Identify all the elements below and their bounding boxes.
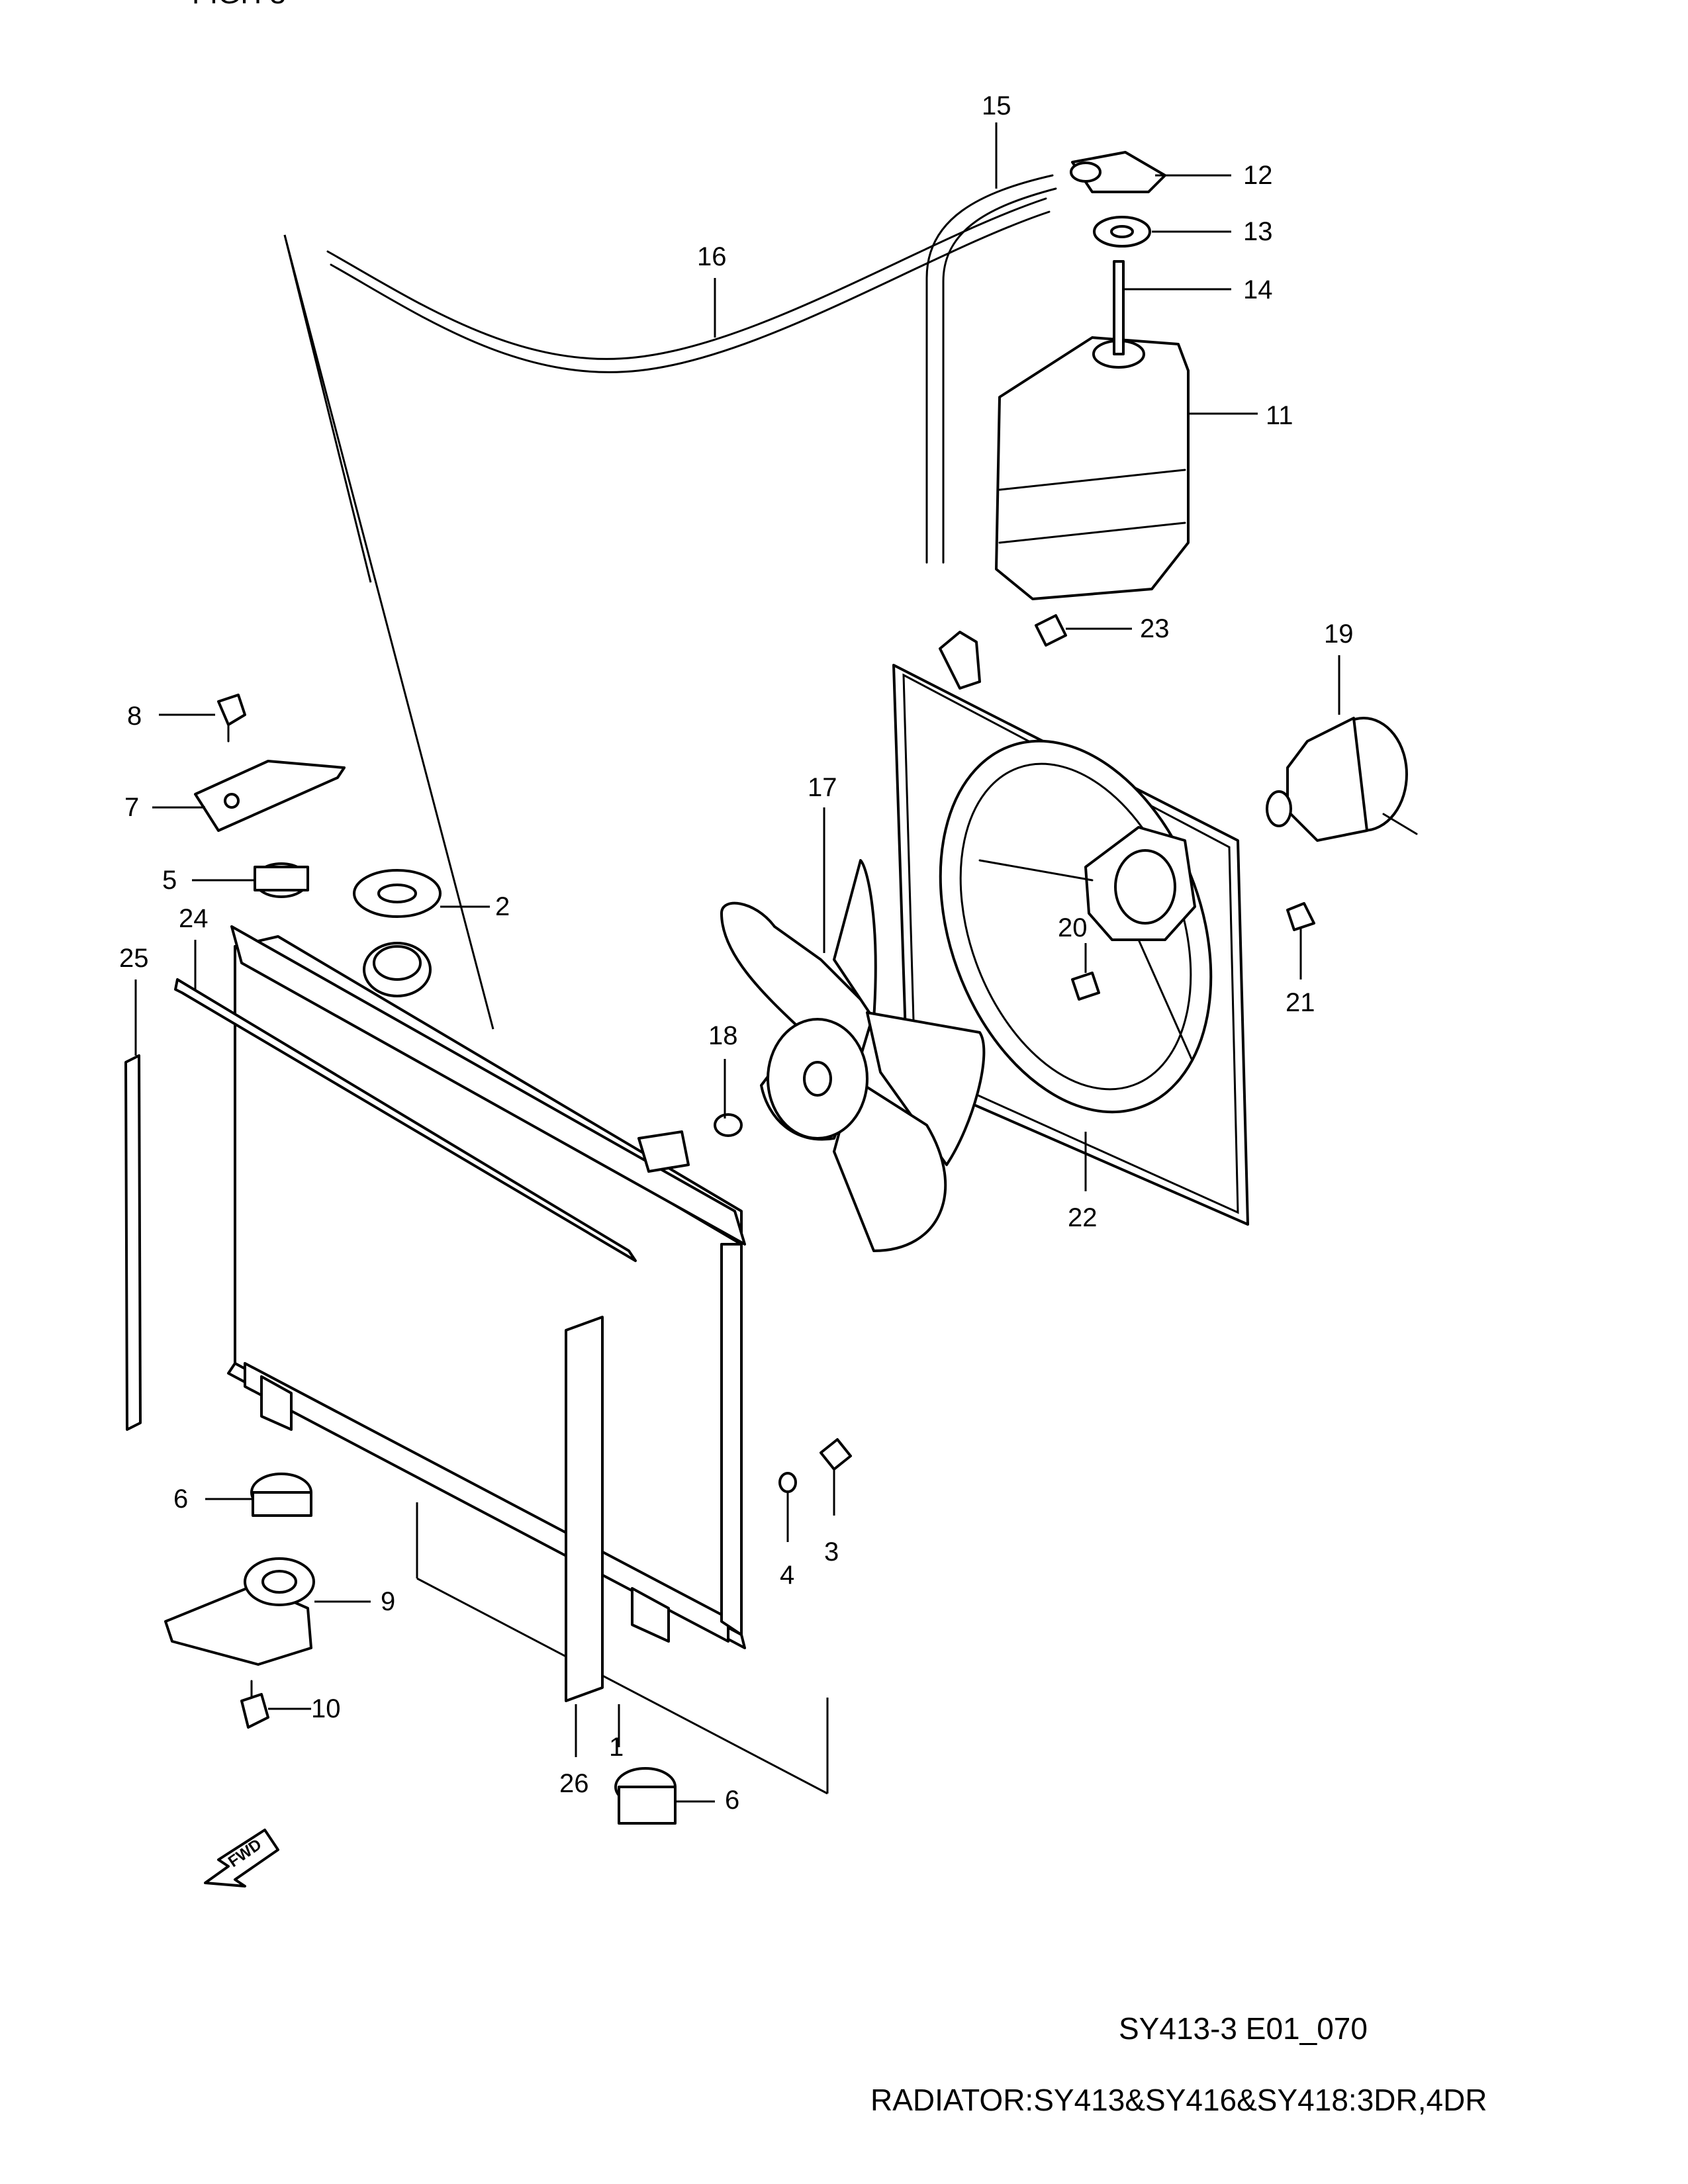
cap-gasket: [353, 869, 442, 918]
callout-10: 10: [311, 1694, 341, 1723]
drawing-code: SY413-3 E01_070: [1119, 2011, 1368, 2046]
callout-25: 25: [119, 944, 149, 973]
callout-14: 14: [1243, 275, 1273, 304]
overflow-hose-15: [925, 174, 1057, 564]
callout-3: 3: [824, 1537, 839, 1567]
callout-21: 21: [1286, 988, 1315, 1017]
drain-plug-3: [820, 1438, 852, 1471]
bolt-18: [714, 1113, 743, 1137]
radiator: [227, 925, 746, 1649]
callout-6-lower: 6: [725, 1786, 740, 1815]
callout-leaders: [134, 122, 1340, 1803]
reservoir-cap: [1070, 151, 1166, 193]
callout-26: 26: [559, 1769, 589, 1798]
callout-24: 24: [179, 904, 209, 933]
callout-13: 13: [1243, 217, 1273, 246]
callout-20: 20: [1058, 913, 1088, 942]
callout-19: 19: [1324, 619, 1354, 649]
callout-5: 5: [162, 866, 177, 895]
cushion-upper: [254, 862, 309, 898]
reservoir-seal: [1093, 216, 1151, 248]
callout-6-upper: 6: [173, 1484, 189, 1514]
upper-bracket: [194, 760, 346, 832]
washer-4: [778, 1472, 797, 1493]
diagram-title: RADIATOR:SY413&SY416&SY418:3DR,4DR: [870, 2083, 1487, 2117]
fan-blade: [720, 859, 986, 1252]
radiator-seal-side: [124, 1054, 142, 1431]
callout-22: 22: [1068, 1203, 1098, 1232]
fan-motor: [1266, 717, 1418, 842]
callout-2: 2: [495, 892, 510, 921]
callout-12: 12: [1243, 161, 1273, 190]
reservoir-hose-16: [326, 197, 1051, 373]
bolt-23: [1035, 614, 1067, 647]
fan-shroud: [892, 631, 1249, 1226]
callout-16: 16: [697, 242, 727, 271]
fwd-arrow: FWD: [204, 1829, 279, 1888]
callout-7: 7: [124, 793, 140, 822]
callout-15: 15: [982, 91, 1011, 120]
radiator-seal-lower: [565, 1316, 604, 1702]
cushion-lower-right: [614, 1767, 677, 1825]
callout-4: 4: [780, 1561, 795, 1590]
callout-1: 1: [609, 1733, 624, 1762]
callout-17: 17: [808, 773, 837, 802]
bolt-20: [1071, 972, 1100, 1001]
header-partial-text: FIGH 3: [192, 0, 286, 11]
radiator-seal-upper: [174, 978, 637, 1262]
lower-bracket: [164, 1557, 315, 1666]
cushion-lower-left: [250, 1473, 312, 1517]
callout-23: 23: [1140, 614, 1170, 643]
callout-8: 8: [127, 702, 142, 731]
callout-11: 11: [1266, 401, 1293, 430]
clip-21: [1286, 902, 1315, 931]
bolt-10: [240, 1680, 269, 1729]
callout-18: 18: [708, 1021, 738, 1050]
callout-9: 9: [381, 1587, 396, 1616]
reservoir-tank: [995, 260, 1190, 600]
bolt-8: [217, 694, 246, 743]
construction-lines: [283, 234, 829, 1795]
